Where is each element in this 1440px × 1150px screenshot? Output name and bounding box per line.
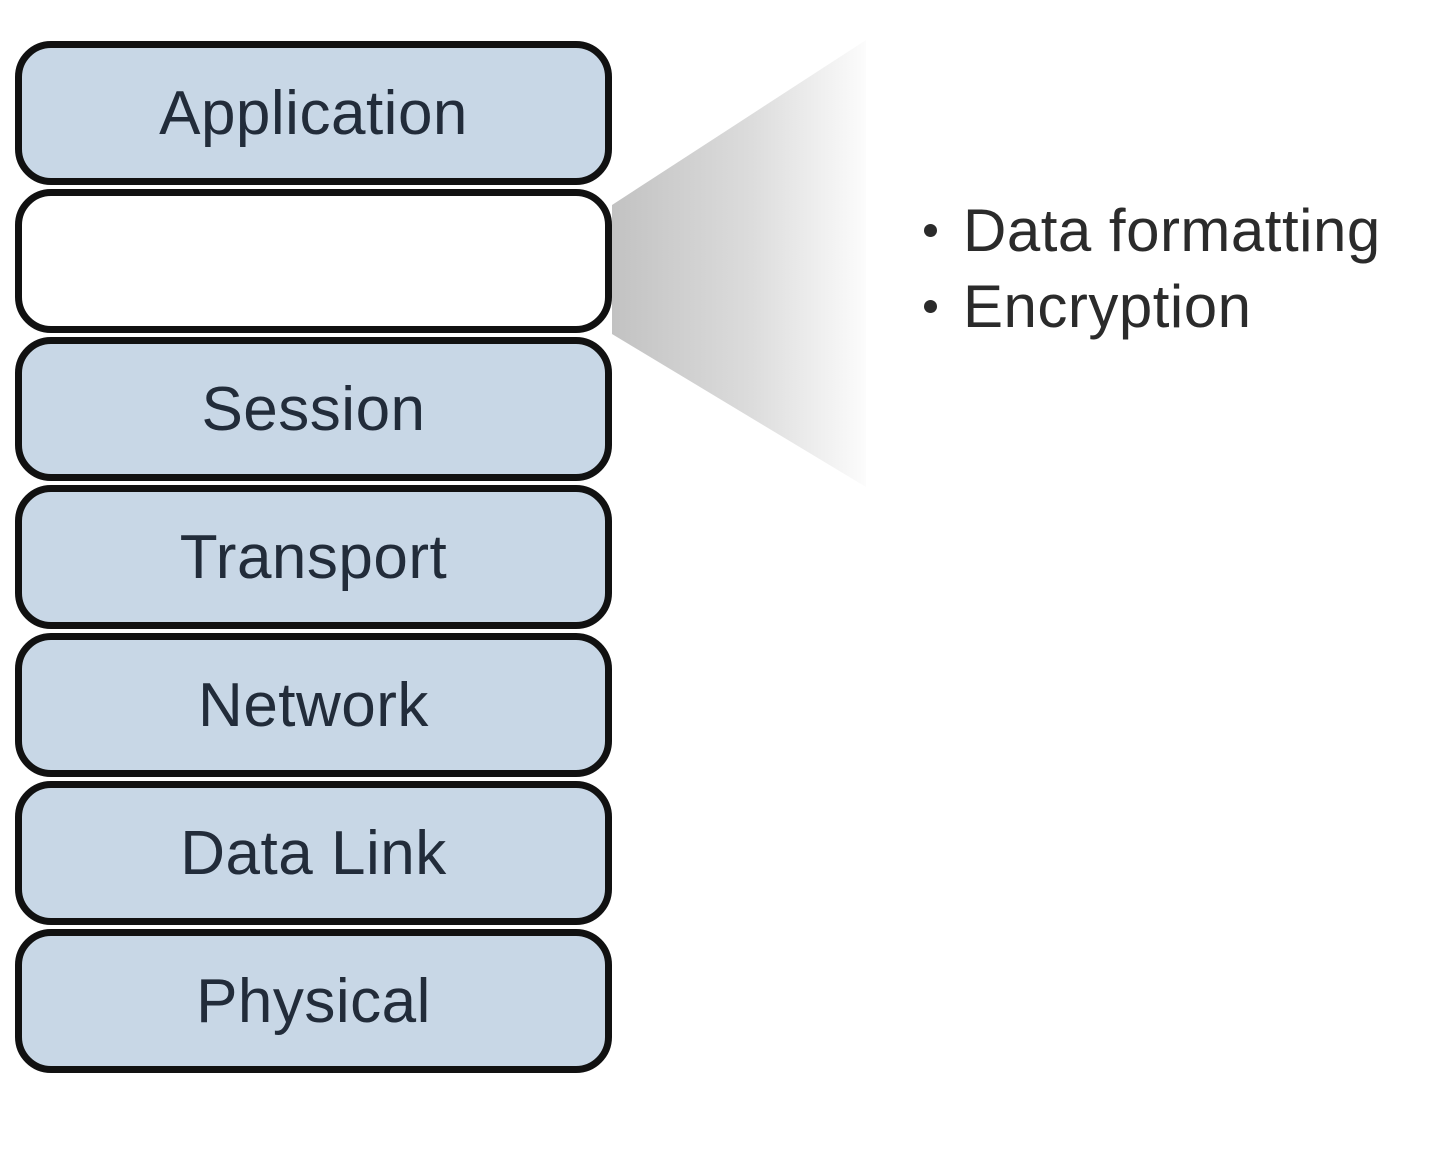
layer-data-link-label: Data Link — [180, 818, 447, 888]
list-item: Data formatting — [924, 192, 1381, 268]
funnel-shape — [612, 40, 866, 487]
layer-session: Session — [15, 337, 612, 481]
layer-application: Application — [15, 41, 612, 185]
layer-physical: Physical — [15, 929, 612, 1073]
callout-bullet-list: Data formatting Encryption — [924, 192, 1381, 344]
layer-application-label: Application — [159, 78, 468, 148]
bullet-dot-icon — [924, 223, 937, 237]
layer-data-link: Data Link — [15, 781, 612, 925]
layer-physical-label: Physical — [196, 966, 431, 1036]
bullet-text-encryption: Encryption — [963, 272, 1252, 340]
layer-presentation-blank — [15, 189, 612, 333]
bullet-dot-icon — [924, 299, 937, 313]
layer-transport-label: Transport — [179, 522, 448, 592]
layer-network-label: Network — [198, 670, 429, 740]
layer-session-label: Session — [201, 374, 426, 444]
bullet-text-data-formatting: Data formatting — [963, 196, 1381, 264]
layer-transport: Transport — [15, 485, 612, 629]
list-item: Encryption — [924, 268, 1381, 344]
osi-layer-stack: Application Session Transport Network Da… — [15, 41, 612, 1073]
layer-network: Network — [15, 633, 612, 777]
